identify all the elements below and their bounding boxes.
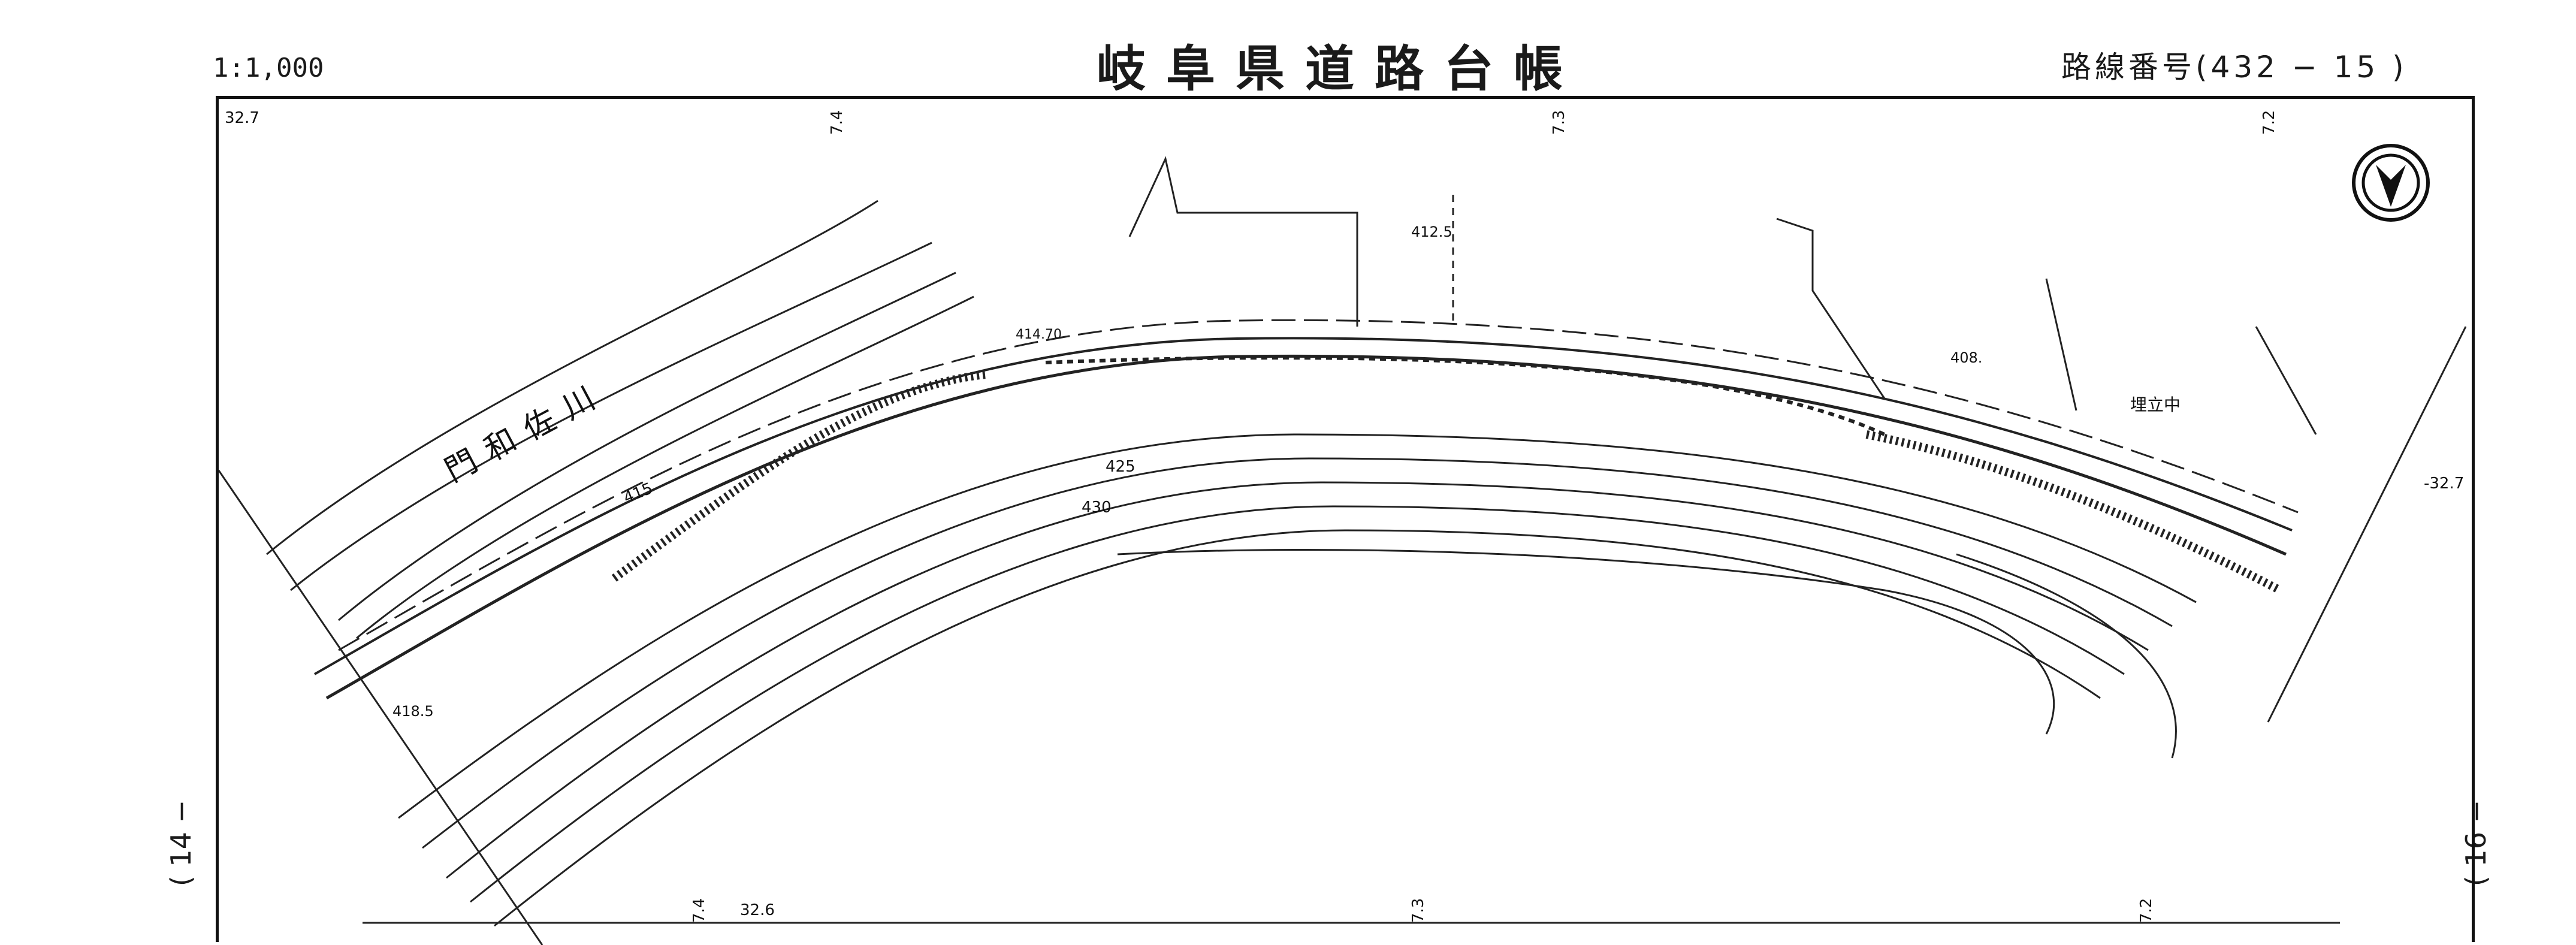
grid-label: -32.7: [2424, 475, 2464, 493]
contour-line: [470, 505, 2125, 903]
north-arrow-icon: [2352, 144, 2430, 222]
road-edge-north: [314, 337, 2293, 675]
road-map-drawing: 門和佐川 埋立中 412.5 408. 418.5 414.70 415 425…: [219, 109, 2467, 945]
contour-value: 425: [1106, 458, 1136, 476]
contour-value: 430: [1082, 499, 1112, 517]
grid-label: 7.3: [1409, 898, 1427, 923]
river-name-label: 門和佐川: [439, 375, 613, 490]
road-edge-south: [325, 354, 2287, 700]
contour-line: [494, 529, 2101, 927]
map-boundary-right: [2267, 326, 2467, 723]
grid-label: 32.6: [740, 901, 775, 919]
river-bank-south-2: [338, 271, 956, 621]
map-scale: 1:1,000: [213, 53, 324, 83]
elevation-label: 408.: [1950, 349, 1982, 366]
contour-value: 415: [621, 479, 655, 507]
road-boundary-dashed: [338, 319, 2299, 651]
adjacent-sheet-left: ( 14 −: [165, 799, 198, 887]
river-bank-north-2: [290, 241, 932, 591]
elevation-label: 412.5: [1411, 224, 1452, 240]
map-frame: 門和佐川 埋立中 412.5 408. 418.5 414.70 415 425…: [216, 96, 2475, 945]
parcel-boundary: [1128, 156, 1358, 327]
contour-line: [1956, 553, 2177, 759]
river-bank-north: [266, 200, 878, 555]
page-title: 岐阜県道路台帳: [1097, 41, 1584, 98]
grid-label: 7.2: [2137, 898, 2155, 923]
retaining-wall-east: [1865, 430, 2282, 594]
grid-label: 7.4: [828, 110, 846, 135]
contour-line: [1117, 549, 2055, 735]
elevation-label: 418.5: [392, 703, 434, 720]
parcel-boundary: [2045, 278, 2077, 411]
guardrail: [1045, 356, 1886, 436]
parcel-boundary: [2255, 326, 2317, 435]
route-number: 路線番号(432 − 15 ): [2061, 50, 2408, 84]
grid-label: 7.4: [690, 898, 708, 923]
elevation-label: 414.70: [1016, 327, 1062, 342]
contour-line: [398, 433, 2197, 819]
landfill-label: 埋立中: [2130, 395, 2181, 415]
grid-label: 32.7: [225, 109, 259, 127]
grid-label: 7.3: [1550, 110, 1568, 135]
contour-line: [422, 457, 2173, 849]
river-bank-south: [356, 295, 974, 639]
grid-label: 7.2: [2260, 110, 2278, 135]
parcel-boundary: [1776, 218, 1886, 399]
contour-line: [446, 481, 2149, 879]
